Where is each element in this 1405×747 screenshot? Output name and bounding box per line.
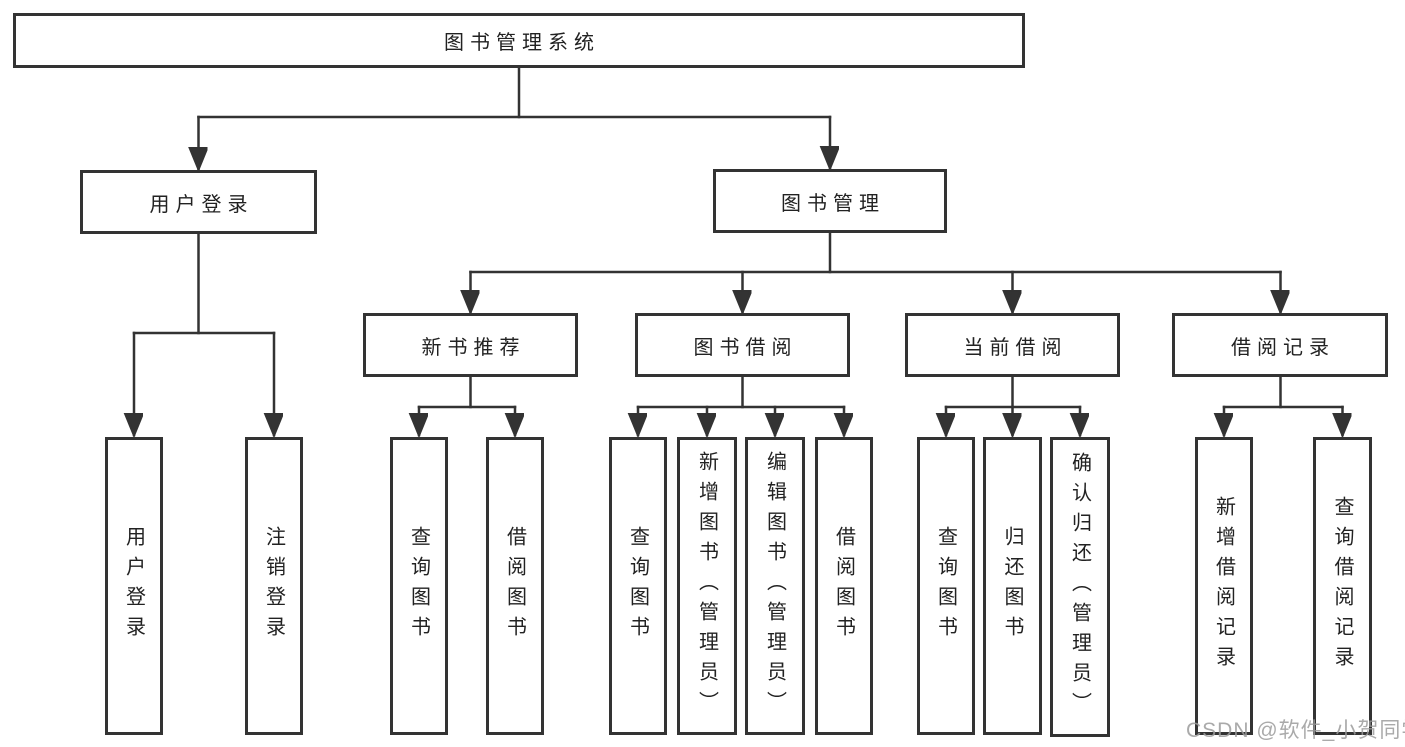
leaf-logout: 注销登录: [245, 437, 303, 735]
node-user-login: 用户登录: [80, 170, 317, 234]
csdn-watermark: CSDN @软件_小贺同学: [1186, 719, 1405, 742]
node-library-system: 图书管理系统: [13, 13, 1025, 68]
leaf-add-borrow-record: 新增借阅记录: [1195, 437, 1253, 735]
node-current-borrow: 当前借阅: [905, 313, 1120, 377]
leaf-query-books: 查询图书: [609, 437, 667, 735]
leaf-query-borrow-record: 查询借阅记录: [1313, 437, 1372, 735]
node-borrow-records: 借阅记录: [1172, 313, 1388, 377]
leaf-add-book-admin: 新增图书（管理员）: [677, 437, 737, 735]
node-new-book-recommend: 新书推荐: [363, 313, 578, 377]
leaf-borrow-books: 借阅图书: [486, 437, 544, 735]
node-book-management: 图书管理: [713, 169, 947, 233]
leaf-user-login: 用户登录: [105, 437, 163, 735]
leaf-confirm-return-admin: 确认归还（管理员）: [1050, 437, 1110, 737]
leaf-query-books: 查询图书: [390, 437, 448, 735]
leaf-return-books: 归还图书: [983, 437, 1042, 735]
leaf-query-books: 查询图书: [917, 437, 975, 735]
leaf-borrow-books: 借阅图书: [815, 437, 873, 735]
leaf-edit-book-admin: 编辑图书（管理员）: [745, 437, 805, 735]
node-book-borrow: 图书借阅: [635, 313, 850, 377]
